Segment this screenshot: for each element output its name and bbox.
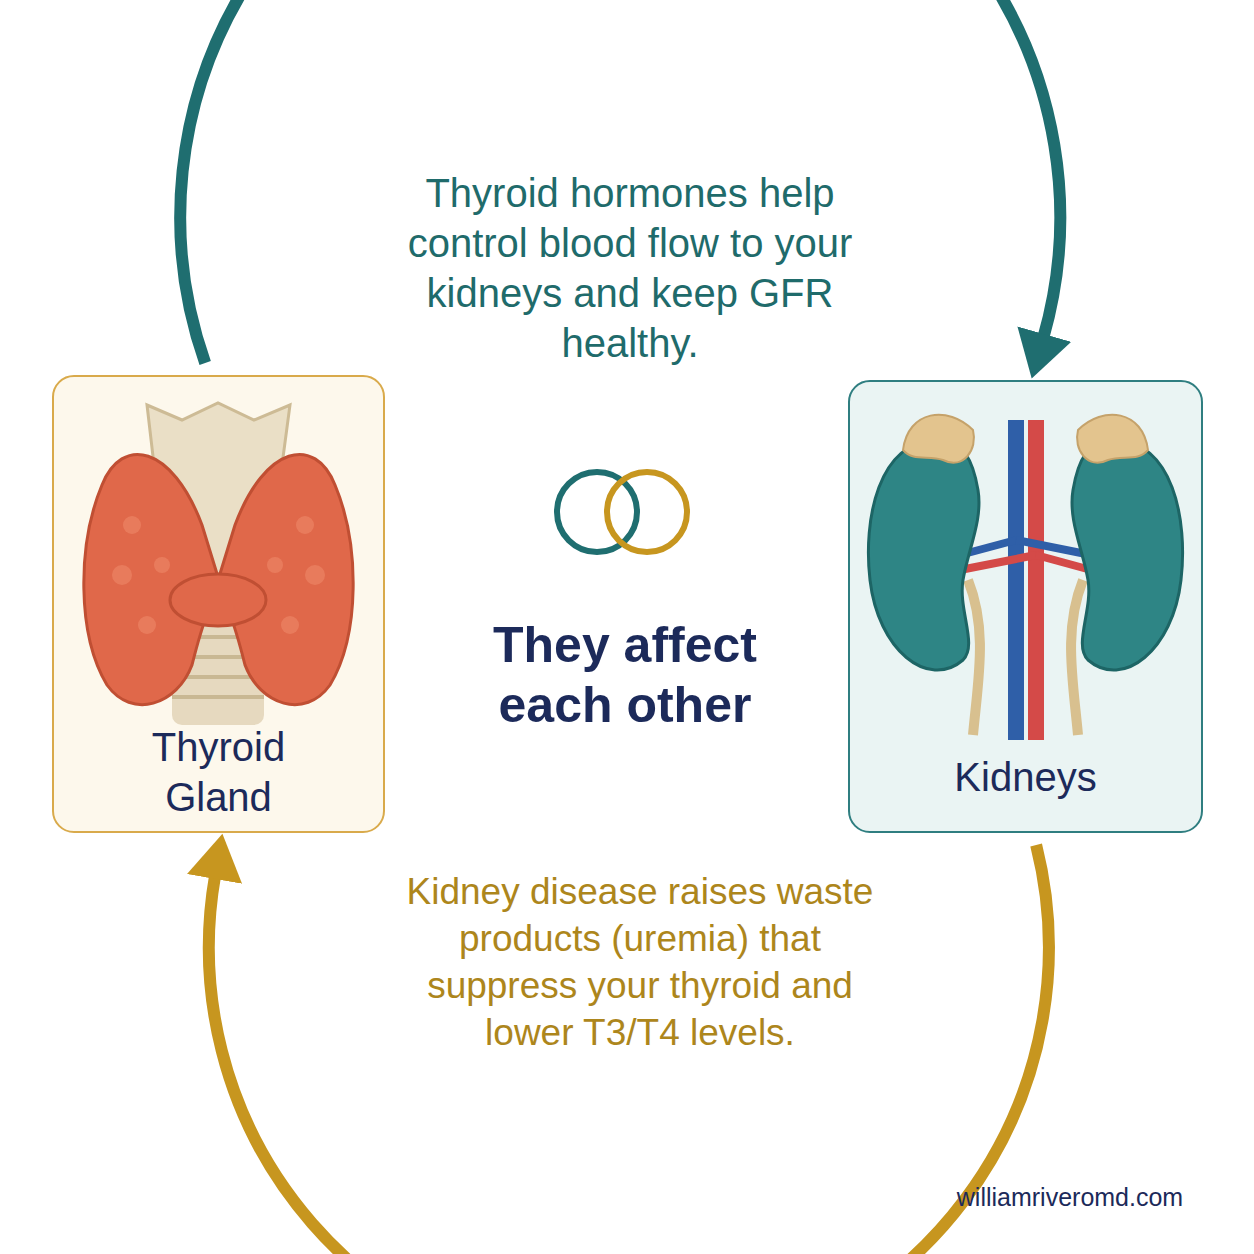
lobe-texture [112, 516, 325, 634]
thyroid-isthmus [170, 574, 266, 626]
interlocking-rings-icon [535, 460, 715, 570]
vena-cava [1008, 420, 1024, 740]
edge-label: Thyroid hormones help control blood flow… [385, 168, 875, 368]
curved-arrow [209, 845, 1049, 1254]
node-label: Thyroid Gland [54, 722, 383, 822]
aorta [1028, 420, 1044, 740]
node-label: Kidneys [850, 752, 1201, 802]
edge-label: Kidney disease raises waste products (ur… [395, 868, 885, 1056]
watermark: williamriveromd.com [920, 1182, 1220, 1212]
thyroid-illustration [52, 375, 385, 735]
center-caption: They affect each other [455, 615, 795, 735]
kidneys-illustration [848, 380, 1203, 750]
